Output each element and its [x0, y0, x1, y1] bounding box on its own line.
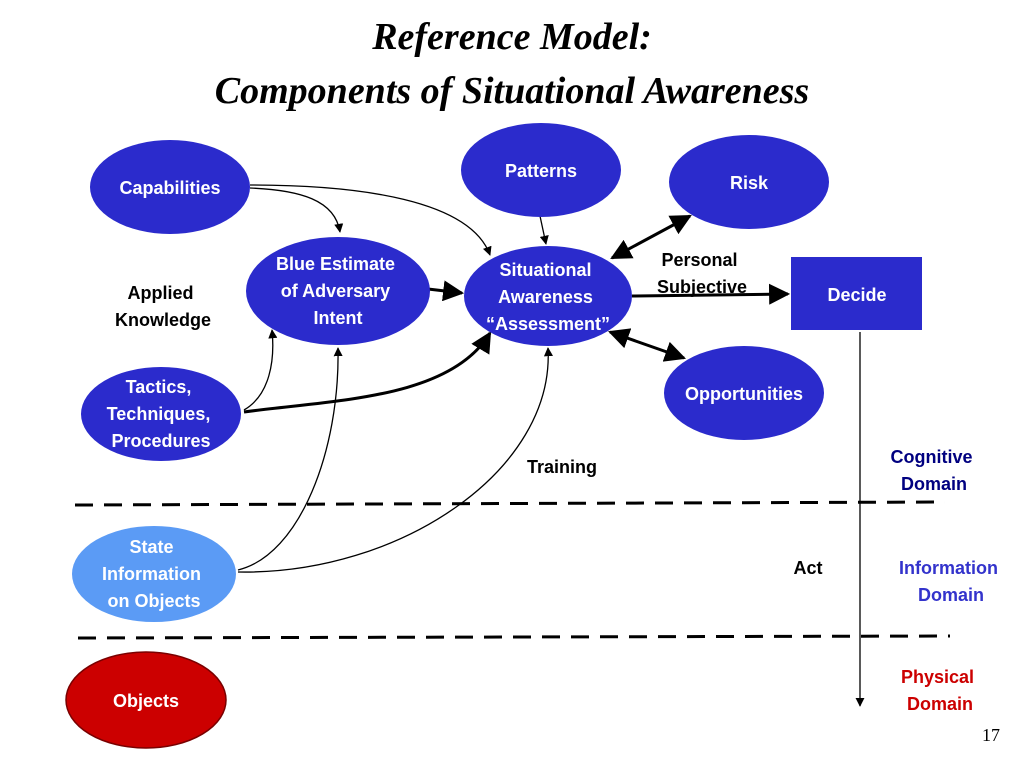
- situational-awareness-risk-arrow: [610, 214, 692, 260]
- situational-awareness-to-decide-arrow: [631, 283, 791, 305]
- title-line-2: Components of Situational Awareness: [214, 70, 810, 112]
- information-domain-label: Information Domain: [899, 558, 1003, 605]
- physical-domain-label: Physical Domain: [901, 667, 979, 714]
- situational-awareness-opportunities-arrow: [608, 328, 686, 362]
- opportunities-node: Opportunities: [664, 346, 824, 440]
- risk-node: Risk: [669, 135, 829, 229]
- state-information-node: State Information on Objects: [72, 526, 236, 622]
- cognitive-information-divider: [74, 500, 946, 507]
- applied-knowledge-label: Applied Knowledge: [115, 283, 211, 330]
- svg-text:Opportunities: Opportunities: [685, 384, 803, 404]
- capabilities-to-blue-estimate-arrow: [249, 187, 344, 233]
- blue-estimate-to-situational-awareness-arrow: [427, 280, 465, 302]
- svg-text:Situational Awareness: Situational Awareness “Assessment”: [486, 260, 610, 334]
- ttp-to-blue-estimate-arrow: [243, 329, 278, 411]
- patterns-to-situational-awareness-arrow: [539, 215, 549, 245]
- situational-awareness-node: Situational Awareness “Assessment”: [464, 246, 632, 346]
- blue-estimate-node: Blue Estimate of Adversary Intent: [246, 237, 430, 345]
- svg-text:State Information: State Information on Objects: [102, 537, 206, 611]
- state-info-to-situational-awareness-arrow: [237, 347, 554, 573]
- ttp-node: Tactics, Techniques, Procedures: [81, 367, 241, 461]
- information-physical-divider: [77, 634, 951, 640]
- decide-node: Decide: [791, 257, 922, 330]
- training-label: Training: [527, 457, 597, 477]
- svg-text:Decide: Decide: [827, 285, 886, 305]
- svg-text:Blue Estimate of Adversa: Blue Estimate of Adversary Intent: [276, 254, 400, 328]
- ttp-to-situational-awareness-arrow: [243, 331, 492, 414]
- cognitive-domain-label: Cognitive Domain: [890, 447, 977, 494]
- svg-text:Tactics, Techniques,: Tactics, Techniques, Procedures: [107, 377, 216, 451]
- act-label: Act: [793, 558, 822, 578]
- capabilities-to-situational-awareness-arrow: [249, 184, 492, 256]
- personal-subjective-label: Personal Subjective: [657, 250, 747, 297]
- svg-text:Objects: Objects: [113, 691, 179, 711]
- patterns-node: Patterns: [461, 123, 621, 217]
- page-number: 17: [982, 725, 1000, 745]
- objects-node: Objects: [65, 651, 227, 749]
- state-info-to-blue-estimate-arrow: [237, 347, 343, 571]
- svg-text:Risk: Risk: [730, 173, 769, 193]
- title-line-1: Reference Model:: [372, 16, 652, 58]
- svg-text:Capabilities: Capabilities: [119, 178, 220, 198]
- svg-text:Patterns: Patterns: [505, 161, 577, 181]
- capabilities-node: Capabilities: [90, 140, 250, 234]
